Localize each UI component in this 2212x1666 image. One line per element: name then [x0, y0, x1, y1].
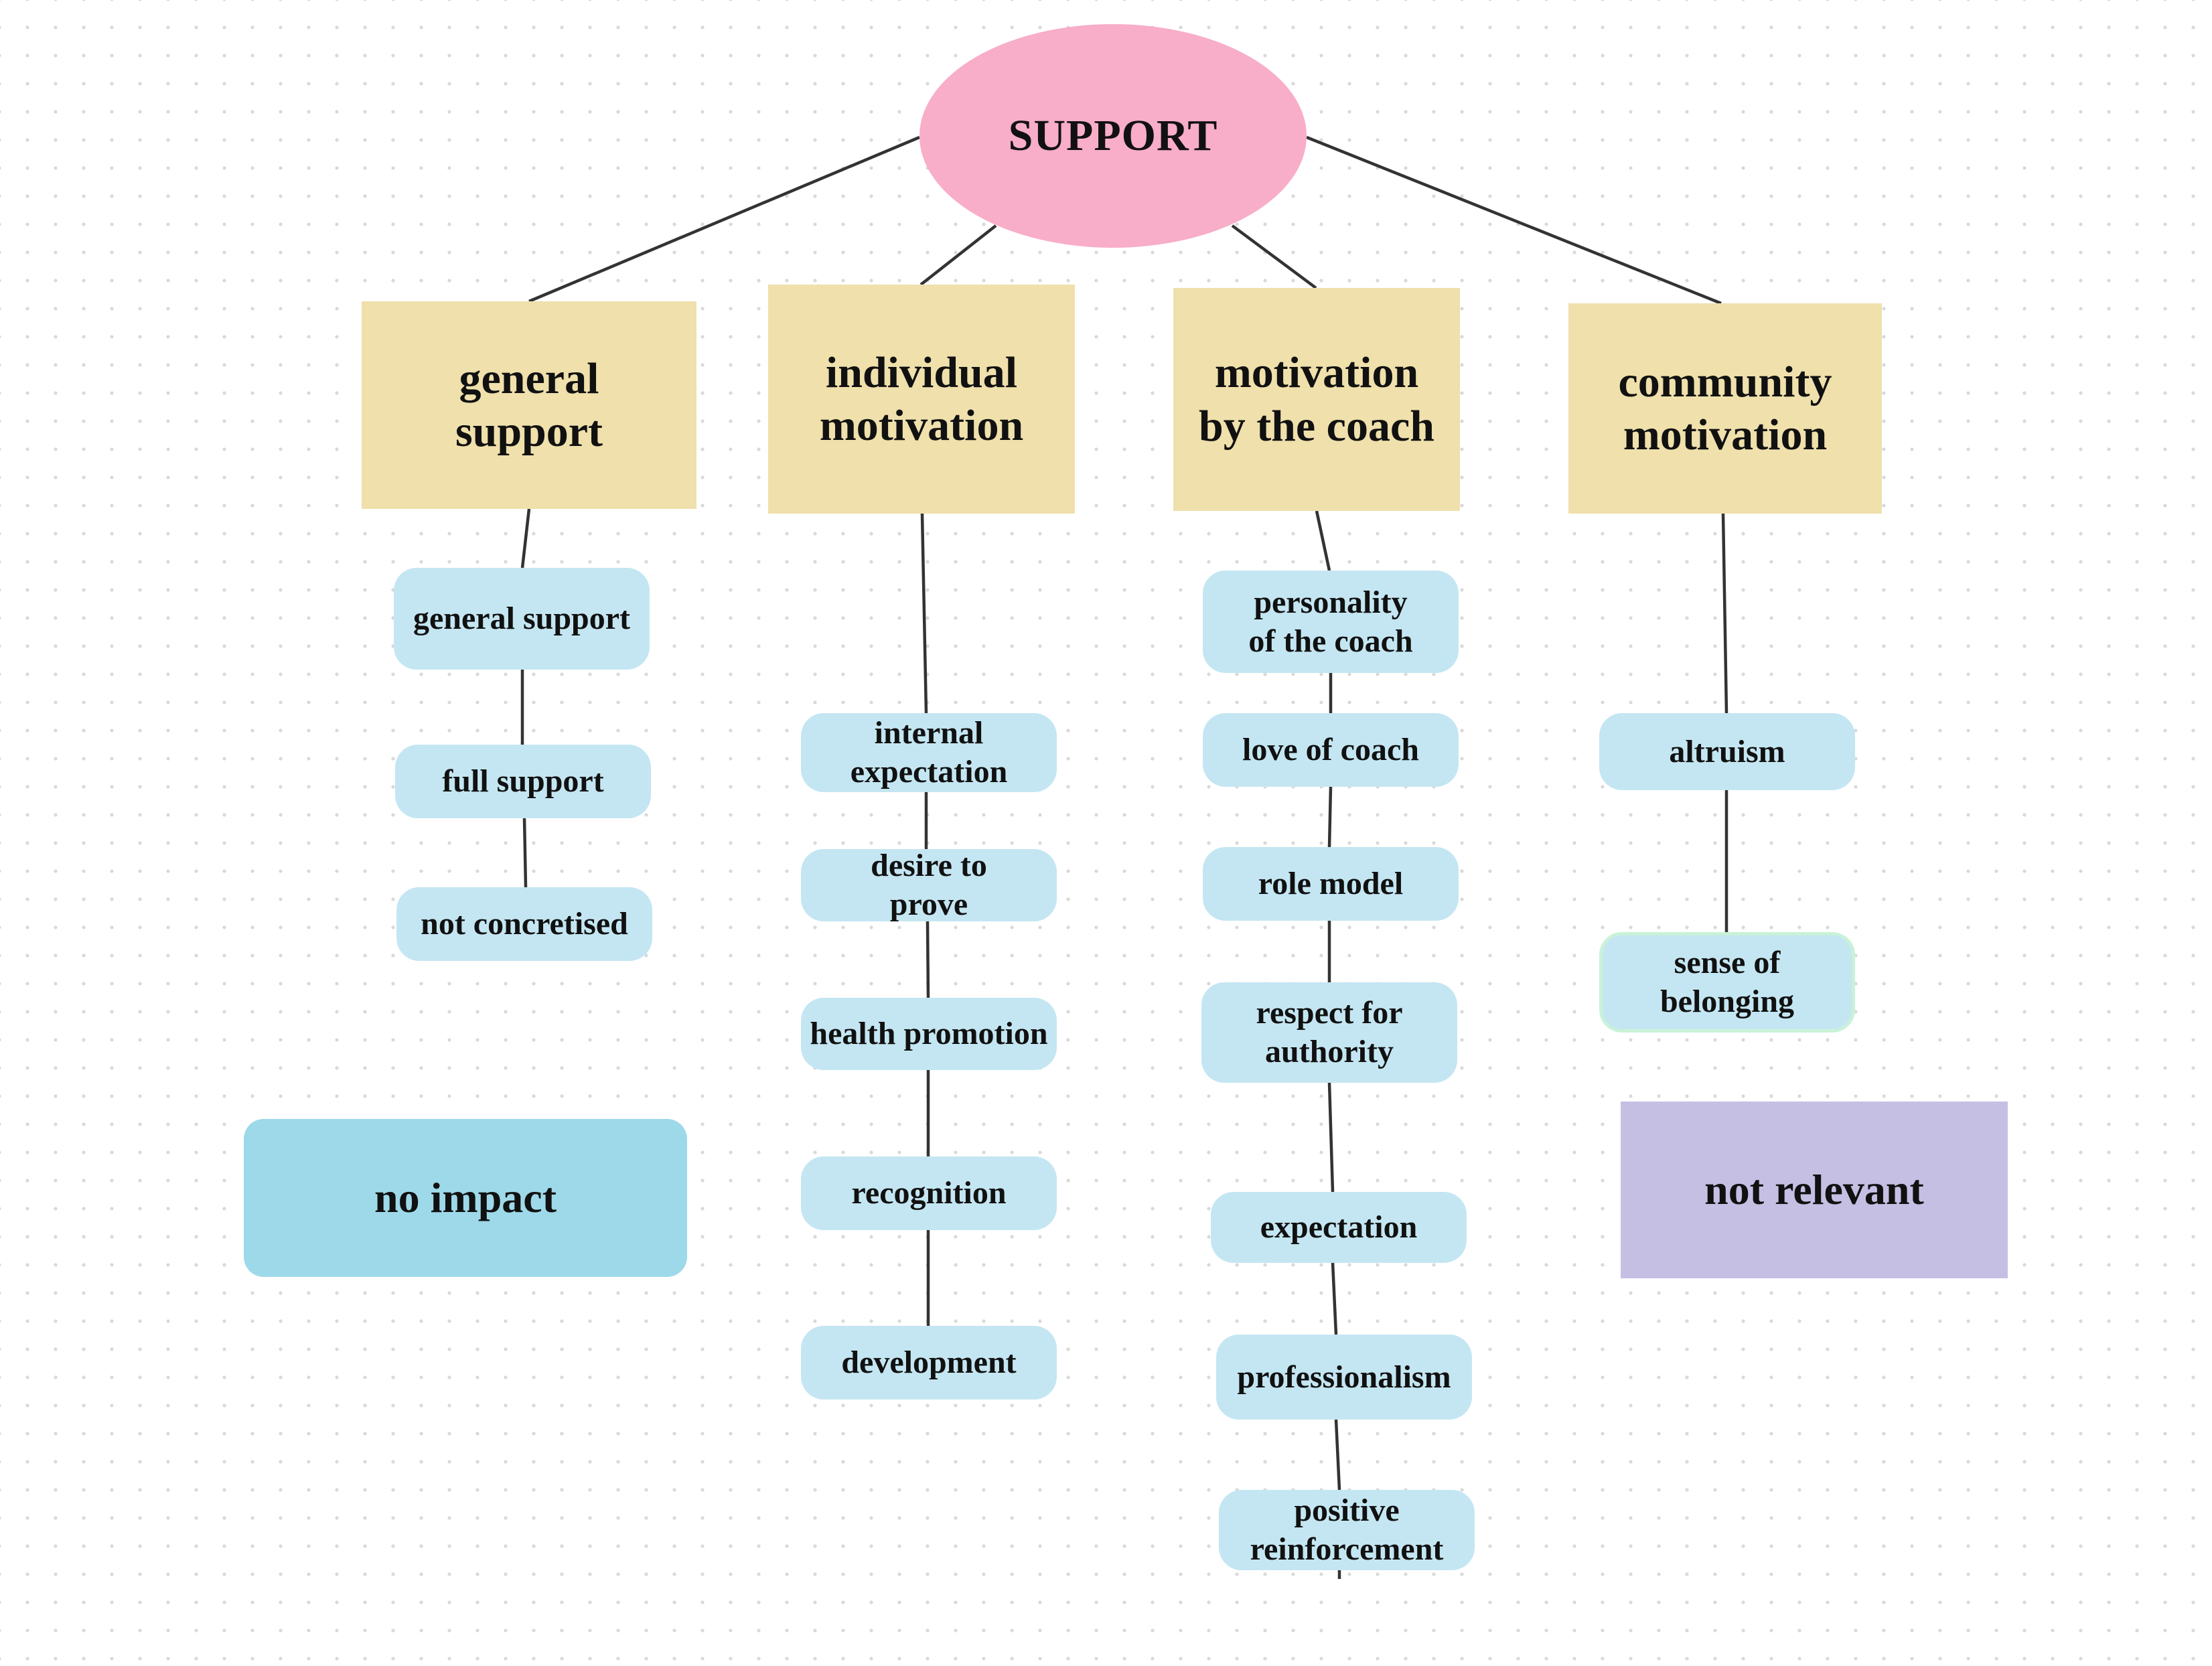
item-label: expectation	[1260, 1209, 1418, 1245]
item-label-line: reinforcement	[1250, 1531, 1444, 1567]
category-label-line: by the coach	[1199, 401, 1434, 451]
item-not-concretised: not concretised	[396, 887, 652, 961]
category-label-line: motivation	[1623, 410, 1828, 459]
item-role-model: role model	[1203, 847, 1459, 921]
item-professionalism: professionalism	[1216, 1335, 1472, 1420]
item-expectation: expectation	[1211, 1192, 1467, 1263]
item-label: recognition	[851, 1175, 1007, 1211]
edge-root-general-support	[528, 135, 920, 303]
item-sense-of-belonging: sense of belonging	[1599, 932, 1855, 1033]
item-label-line: personality	[1254, 584, 1408, 620]
item-label-line: sense of	[1674, 945, 1781, 981]
edge-root-individual-motivation	[919, 224, 997, 286]
item-label: not concretised	[421, 906, 628, 942]
item-label-line: desire to	[871, 848, 987, 884]
category-label-line: general	[459, 354, 599, 403]
edge-coach-motivation-chain	[1334, 1419, 1341, 1491]
item-label-line: of the coach	[1248, 623, 1413, 659]
edge-community-motivation-chain	[1721, 513, 1728, 714]
category-label-line: community	[1618, 357, 1832, 406]
edge-general-support-chain	[522, 818, 528, 888]
item-label: development	[841, 1345, 1017, 1381]
legend-not-relevant-label: not relevant	[1704, 1165, 1924, 1213]
edge-root-motivation-by-coach	[1231, 224, 1317, 289]
edge-individual-motivation-chain	[920, 513, 928, 714]
edge-general-support-chain	[520, 508, 531, 569]
category-community-motivation: community motivation	[1568, 303, 1882, 514]
category-individual-motivation: individual motivation	[768, 285, 1075, 514]
item-desire-to-prove: desire to prove	[801, 848, 1057, 922]
edge-coach-motivation-chain	[1315, 510, 1331, 571]
edge-coach-motivation-chain	[1331, 1262, 1338, 1335]
category-motivation-by-the-coach: motivation by the coach	[1173, 288, 1460, 511]
root-support-node: SUPPORT	[919, 24, 1307, 248]
item-label: role model	[1258, 866, 1404, 902]
category-general-support: general support	[362, 301, 696, 509]
item-label-line: prove	[889, 887, 968, 922]
item-recognition: recognition	[801, 1156, 1057, 1230]
item-altruism: altruism	[1599, 713, 1855, 790]
item-general-support: general support	[394, 568, 650, 670]
item-love-of-coach: love of coach	[1203, 713, 1459, 787]
item-label: love of coach	[1242, 732, 1419, 768]
category-label-line: support	[455, 407, 603, 456]
edge-coach-motivation-chain	[1327, 1082, 1335, 1193]
root-support-label: SUPPORT	[1008, 111, 1218, 161]
item-label: altruism	[1669, 733, 1785, 769]
item-positive-reinforcement: positive reinforcement	[1219, 1490, 1475, 1570]
edge-coach-motivation-chain	[1327, 786, 1333, 848]
legend-not-relevant: not relevant	[1621, 1102, 2008, 1278]
item-full-support: full support	[395, 745, 651, 818]
item-label: general support	[413, 601, 630, 637]
category-label-line: motivation	[819, 401, 1024, 450]
legend-no-impact-label: no impact	[374, 1173, 557, 1221]
item-health-promotion: health promotion	[801, 998, 1057, 1070]
item-internal-expectation: internal expectation	[801, 713, 1057, 792]
legend-no-impact: no impact	[244, 1119, 687, 1277]
category-label-line: individual	[825, 348, 1018, 397]
item-personality-of-the-coach: personality of the coach	[1203, 571, 1459, 673]
category-label-line: motivation	[1214, 348, 1419, 398]
item-label: professionalism	[1237, 1359, 1451, 1395]
item-label-line: authority	[1265, 1034, 1394, 1069]
item-development: development	[801, 1326, 1057, 1399]
item-label-line: expectation	[850, 754, 1008, 789]
item-label-line: respect for	[1256, 995, 1403, 1031]
item-label: full support	[442, 763, 604, 800]
item-label: health promotion	[810, 1016, 1048, 1052]
item-label-line: internal	[874, 715, 984, 751]
item-respect-for-authority: respect for authority	[1201, 982, 1457, 1083]
item-label-line: belonging	[1660, 984, 1795, 1019]
edge-root-community-motivation	[1306, 135, 1722, 305]
item-label-line: positive	[1294, 1493, 1400, 1529]
